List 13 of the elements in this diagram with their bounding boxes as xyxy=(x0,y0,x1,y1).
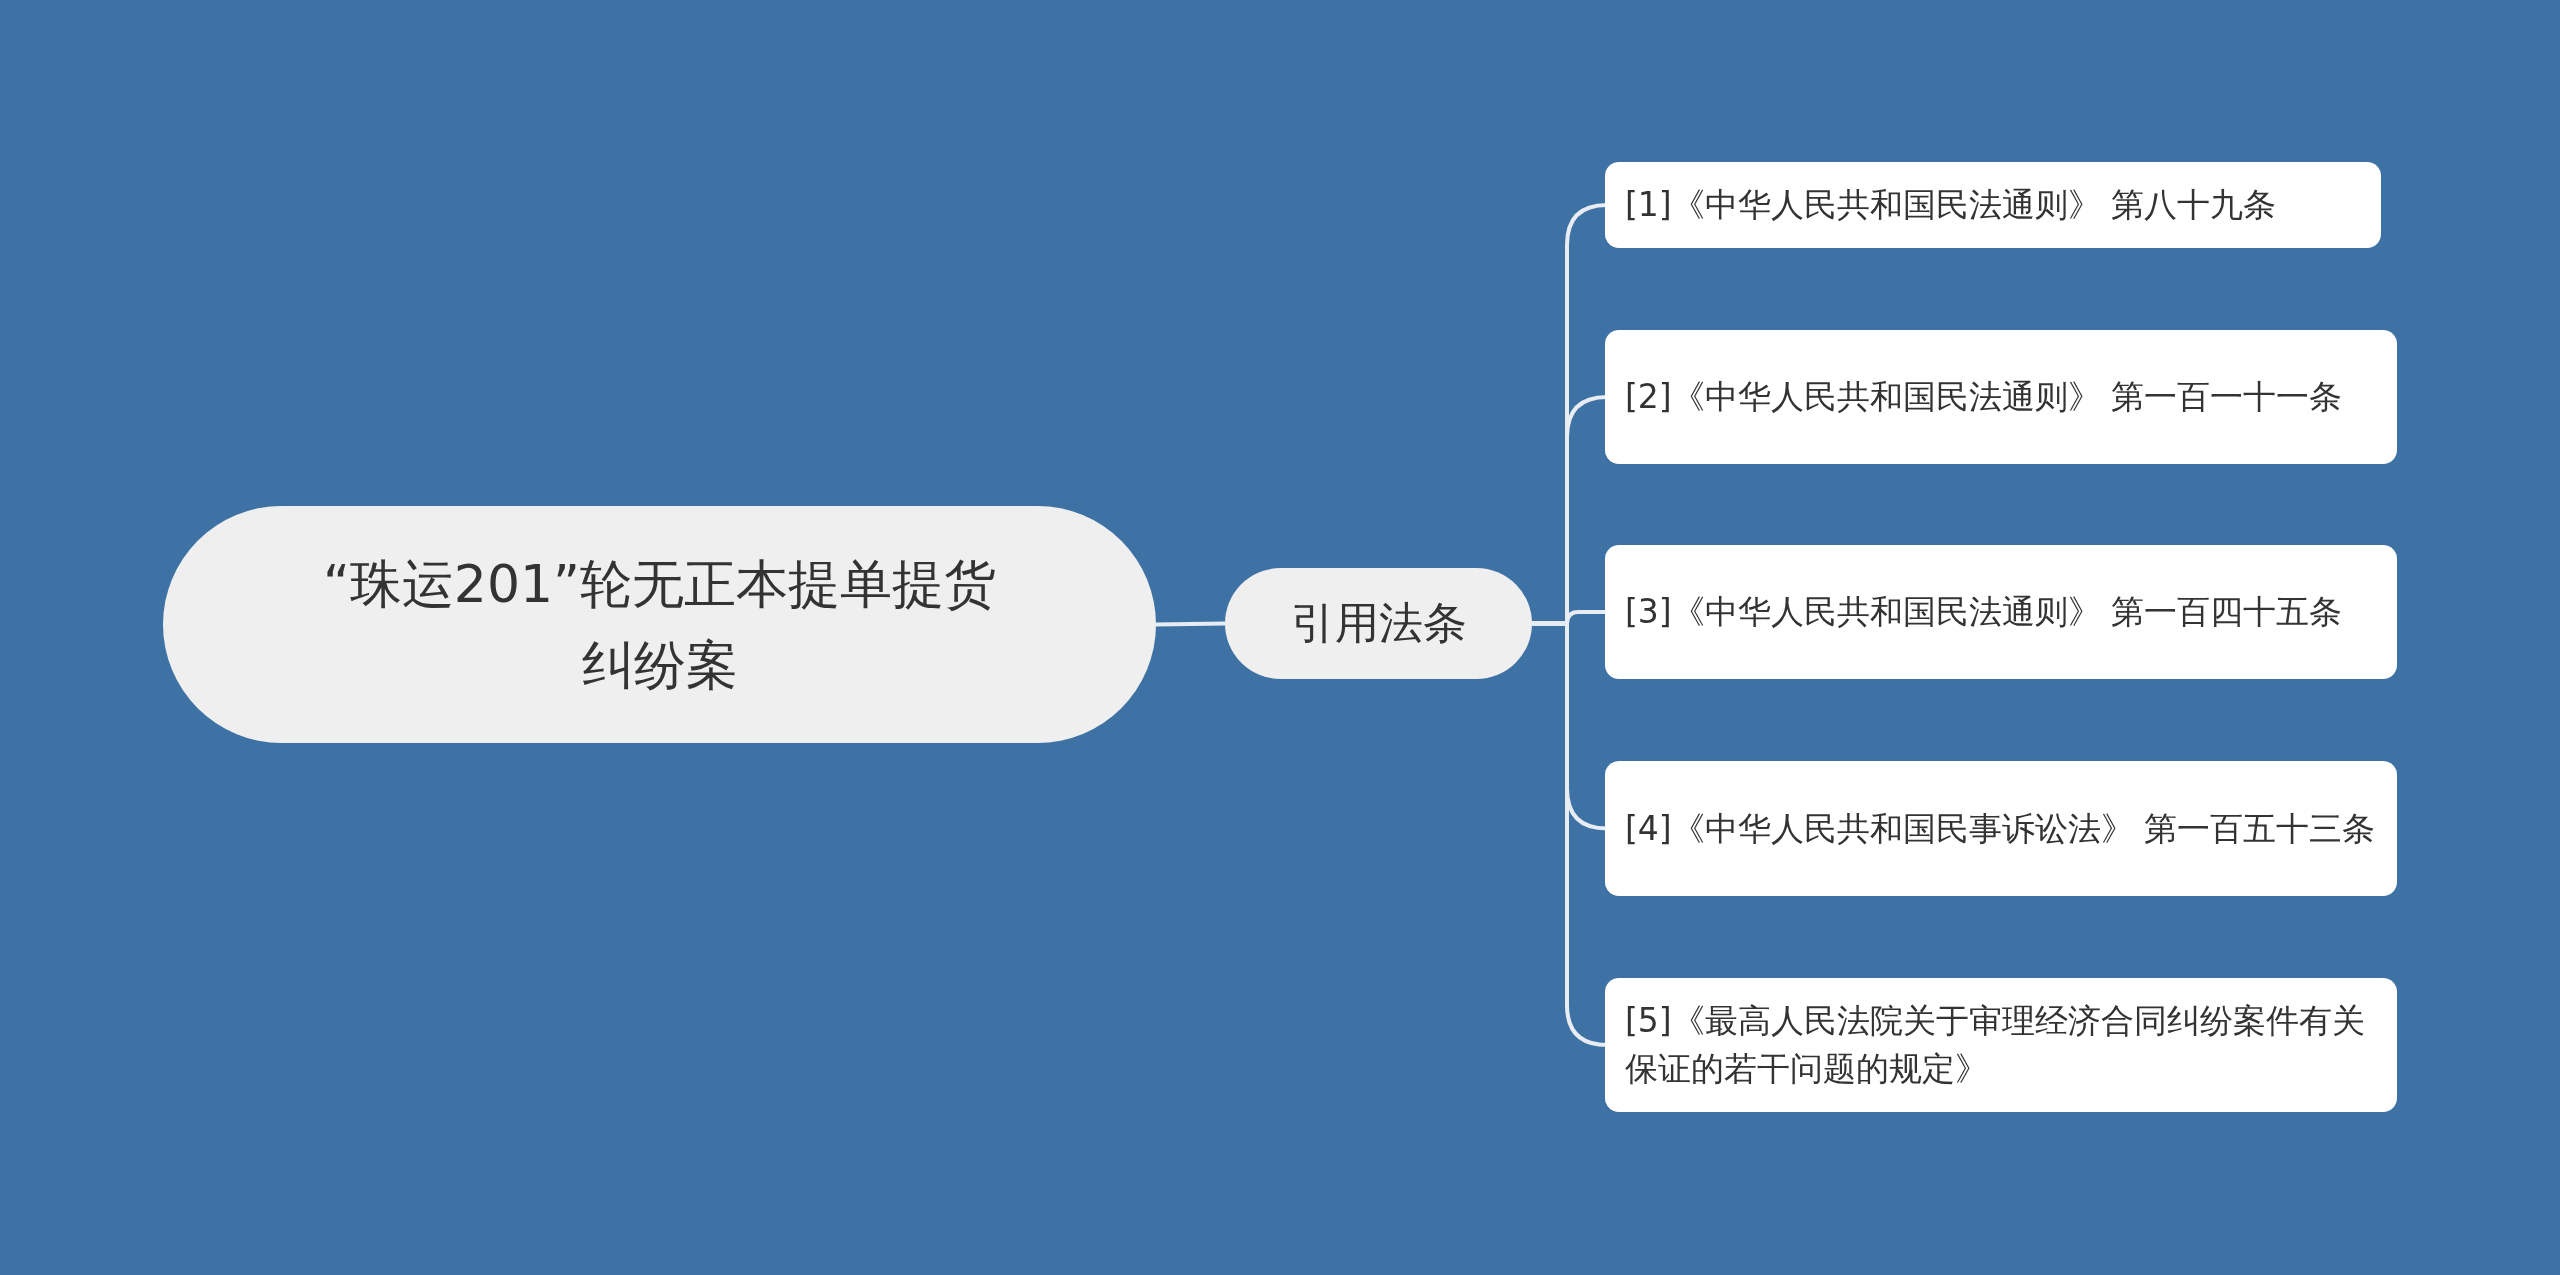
subtopic-card xyxy=(1605,978,2397,1112)
citation-text: [3]《中华人民共和国民法通则》 第一百四十五条 xyxy=(1625,591,2343,634)
subtopic-card xyxy=(1605,545,2397,679)
subtopic-card xyxy=(1605,330,2397,464)
subtopic-card xyxy=(1605,162,2381,248)
subtopic-card xyxy=(1605,761,2397,896)
topic-title: “珠运201”轮无正本提单提货纠纷案 xyxy=(321,552,998,697)
topic-label: 引用法条 xyxy=(1290,596,1467,650)
citation-text: [1]《中华人民共和国民法通则》 第八十九条 xyxy=(1625,184,2277,227)
connector-line xyxy=(1155,621,1226,627)
citation-text: [4]《中华人民共和国民事诉讼法》 第一百五十三条 xyxy=(1625,807,2376,850)
citation-text: [5]《最高人民法院关于审理经济合同纠纷案件有关保证的若干问题的规定》 xyxy=(1625,1000,2366,1090)
citation-text: [2]《中华人民共和国民法通则》 第一百一十一条 xyxy=(1625,376,2343,419)
